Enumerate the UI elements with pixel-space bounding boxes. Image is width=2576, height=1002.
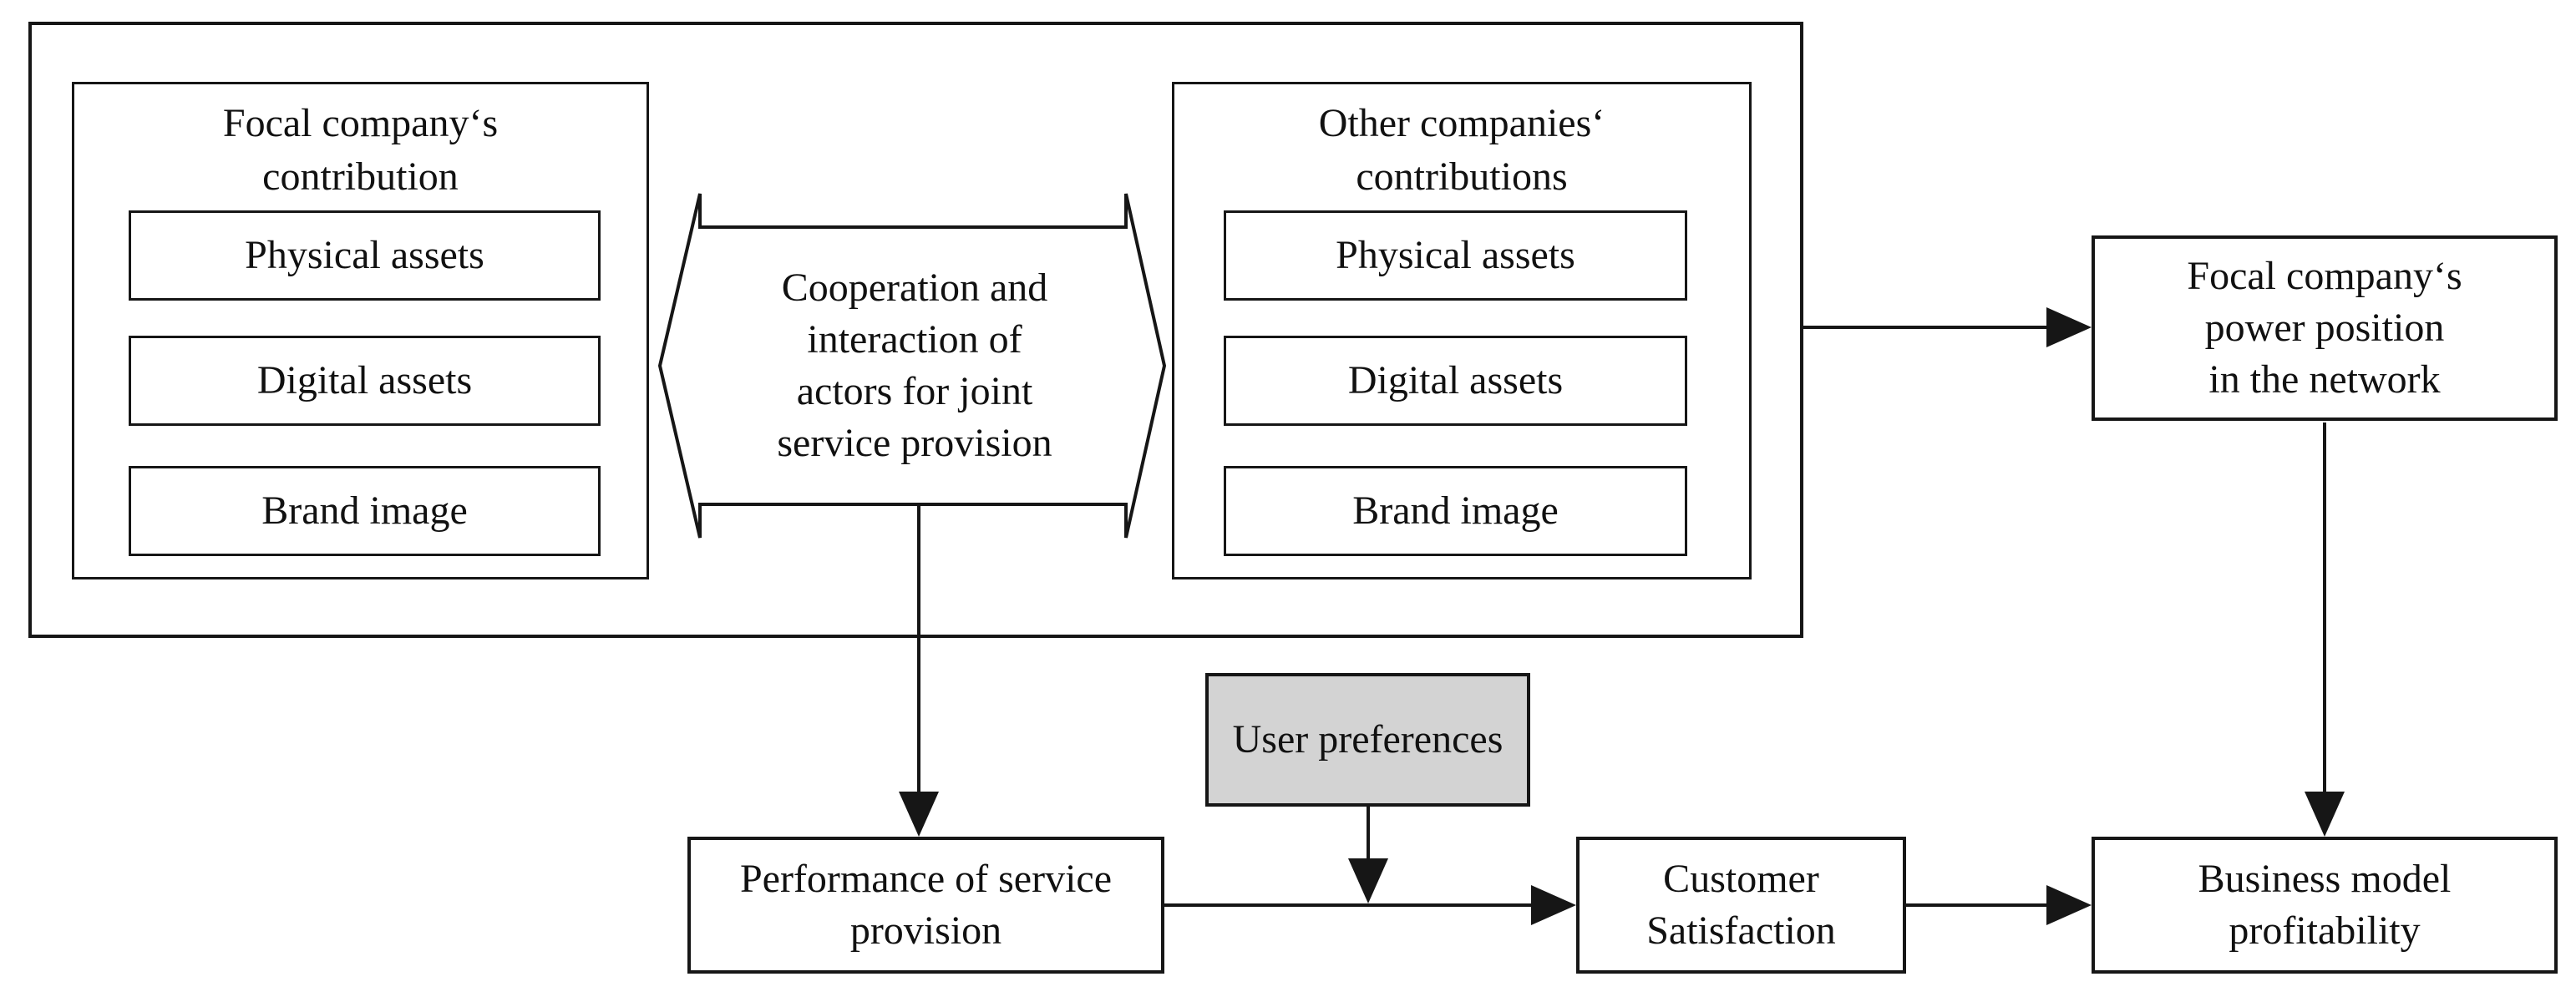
power-position-box: Focal company‘s power position in the ne…: [2092, 235, 2558, 421]
customer-satisfaction-box: Customer Satisfaction: [1576, 837, 1906, 974]
focal-contribution-title: Focal company‘s contribution: [222, 101, 499, 199]
other-contributions-title: Other companies‘ contributions: [1318, 101, 1605, 199]
performance-box: Performance of service provision: [687, 837, 1164, 974]
user-preferences-box: User preferences: [1205, 673, 1530, 807]
other-contributions-box: [1172, 82, 1752, 579]
outer-group-box: [28, 22, 1803, 638]
business-model-box: Business model profitability: [2092, 837, 2558, 974]
arrow-performance-to-satisfaction: [1164, 885, 1576, 925]
arrow-power-to-profitability: [2305, 423, 2345, 837]
arrow-network-to-power: [1803, 307, 2092, 347]
arrow-preferences-to-flow: [1348, 805, 1388, 903]
other-digital-assets-box: Digital assets: [1224, 336, 1687, 426]
focal-contribution-box: [72, 82, 649, 579]
focal-digital-assets-box: Digital assets: [129, 336, 601, 426]
cooperation-label: Cooperation and interaction of actors fo…: [777, 266, 1052, 465]
focal-brand-image-box: Brand image: [129, 466, 601, 556]
other-physical-assets-box: Physical assets: [1224, 210, 1687, 301]
arrow-satisfaction-to-profitability: [1906, 885, 2092, 925]
other-brand-image-box: Brand image: [1224, 466, 1687, 556]
focal-physical-assets-box: Physical assets: [129, 210, 601, 301]
